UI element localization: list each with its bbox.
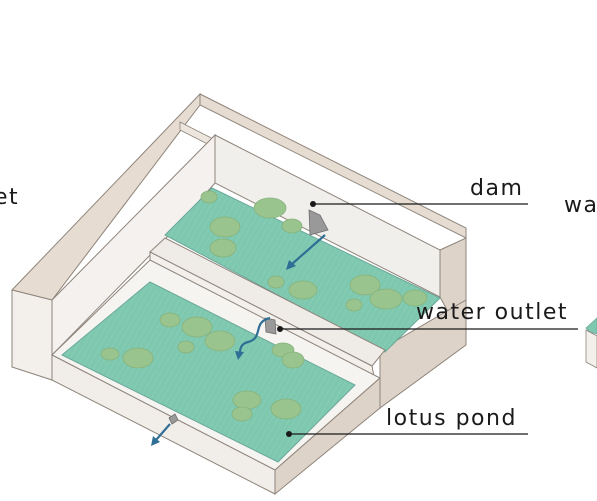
water-outlet-leader-dot	[277, 326, 283, 332]
drain-gate-icon	[168, 413, 179, 425]
dam-leader-dot	[310, 201, 316, 207]
water-outlet-label: water outlet	[416, 300, 568, 325]
water-outlet-gate-icon	[264, 317, 277, 335]
right-edge-label-fragment: wa	[564, 193, 597, 218]
flow-arrow-middle-icon	[238, 316, 271, 355]
lotus-pond-label: lotus pond	[386, 406, 517, 431]
flow-arrow-upper-icon	[291, 234, 326, 265]
left-edge-label-fragment: et	[0, 185, 20, 210]
leader-dots	[277, 201, 316, 437]
neighbor-figure-fragment	[585, 317, 597, 369]
dam-label: dam	[470, 176, 524, 201]
dam-gate-icon	[308, 209, 329, 236]
flow-arrow-bottom-icon	[155, 423, 171, 441]
lotus-pond-leader-dot	[286, 431, 292, 437]
leader-lines	[280, 203, 578, 435]
lotus-leaves	[100, 190, 428, 422]
left-embankment	[11, 92, 201, 381]
flow-arrows	[151, 234, 326, 446]
